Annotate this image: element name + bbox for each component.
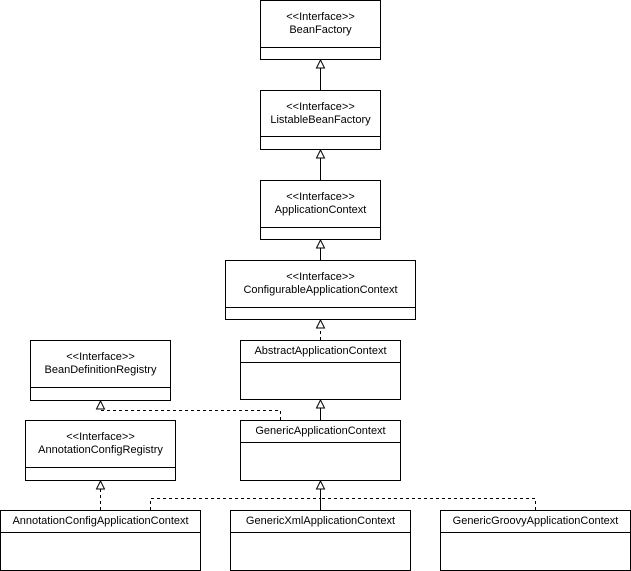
class-name-label: ConfigurableApplicationContext <box>243 284 398 296</box>
edge-generic-to-beandefinitionregistry <box>100 409 281 420</box>
class-bean-factory[interactable]: <<Interface>> BeanFactory <box>260 0 381 60</box>
class-application-context[interactable]: <<Interface>> ApplicationContext <box>260 180 381 240</box>
class-name-label: ListableBeanFactory <box>270 113 371 126</box>
class-bean-definition-registry[interactable]: <<Interface>> BeanDefinitionRegistry <box>30 340 171 401</box>
class-name-label: GenericGroovyApplicationContext <box>452 515 619 527</box>
class-name-label: AnnotationConfigApplicationContext <box>12 515 189 527</box>
class-name-label: AnnotationConfigRegistry <box>38 444 163 456</box>
arrowhead-listable <box>315 148 326 159</box>
arrowhead-beanfactory <box>315 58 326 69</box>
stereotype-label: <<Interface>> <box>286 271 355 283</box>
class-configurable-application-context[interactable]: <<Interface>> ConfigurableApplicationCon… <box>225 260 416 320</box>
class-generic-application-context[interactable]: GenericApplicationContext <box>240 420 401 481</box>
class-generic-groovy-application-context[interactable]: GenericGroovyApplicationContext <box>440 510 631 571</box>
class-annotation-config-application-context[interactable]: AnnotationConfigApplicationContext <box>0 510 201 571</box>
stereotype-label: <<Interface>> <box>286 100 355 113</box>
stereotype-label: <<Interface>> <box>286 11 355 23</box>
class-name-label: ApplicationContext <box>274 204 367 216</box>
class-name-label: GenericXmlApplicationContext <box>245 515 396 527</box>
edge-annotationctx-to-generic <box>150 498 321 510</box>
class-name-label: BeanDefinitionRegistry <box>44 364 157 376</box>
class-generic-xml-application-context[interactable]: GenericXmlApplicationContext <box>230 510 411 571</box>
edge-groovyctx-to-generic <box>320 498 536 510</box>
arrowhead-appctx <box>315 238 326 249</box>
stereotype-label: <<Interface>> <box>286 191 355 203</box>
stereotype-label: <<Interface>> <box>66 431 135 443</box>
class-name-label: AbstractApplicationContext <box>254 345 387 357</box>
arrowhead-annotationregistry <box>95 479 106 490</box>
class-name-label: BeanFactory <box>289 24 352 36</box>
arrowhead-beandefinitionregistry <box>95 399 106 410</box>
arrowhead-abstract <box>315 398 326 409</box>
class-annotation-config-registry[interactable]: <<Interface>> AnnotationConfigRegistry <box>25 420 176 481</box>
arrowhead-generic <box>315 479 326 490</box>
class-name-label: GenericApplicationContext <box>255 425 386 437</box>
stereotype-label: <<Interface>> <box>66 351 135 363</box>
class-abstract-application-context[interactable]: AbstractApplicationContext <box>240 340 401 400</box>
class-listable-bean-factory[interactable]: <<Interface>> ListableBeanFactory <box>260 90 381 150</box>
arrowhead-configurable <box>315 318 326 329</box>
